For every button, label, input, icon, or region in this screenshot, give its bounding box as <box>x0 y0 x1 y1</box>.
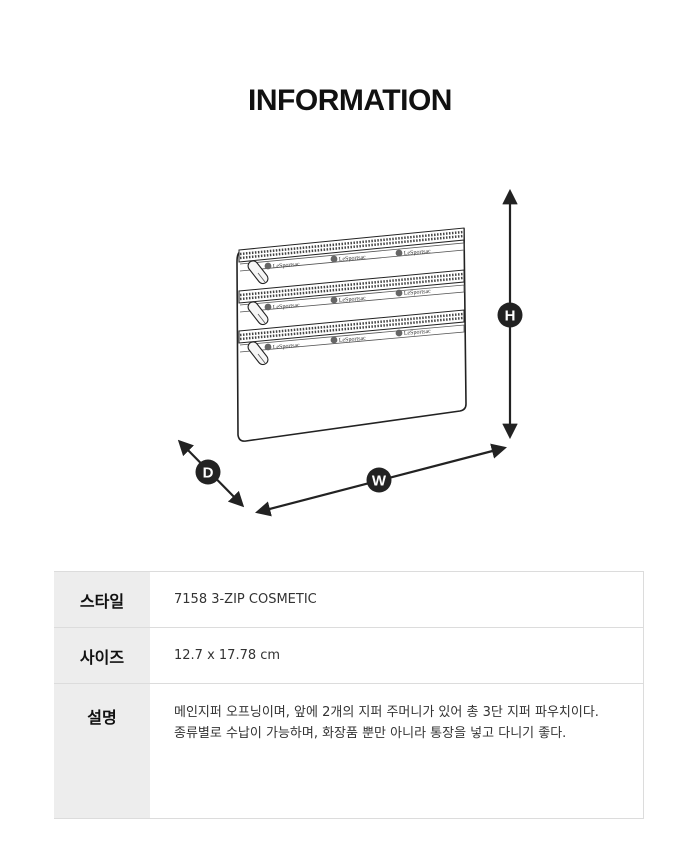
spec-value-description: 메인지퍼 오프닝이며, 앞에 2개의 지퍼 주머니가 있어 총 3단 지퍼 파우… <box>150 683 644 819</box>
description-line: 종류별로 수납이 가능하며, 화장품 뿐만 아니라 통장을 넣고 다니기 좋다. <box>174 726 567 741</box>
spec-row-style: 스타일 7158 3-ZIP COSMETIC <box>54 571 644 628</box>
product-dimension-diagram: LeSportsac LeSportsac LeSportsac LeSport… <box>177 188 523 517</box>
brand-mark: LeSportsac <box>339 296 367 304</box>
spec-label-style: 스타일 <box>54 571 150 628</box>
depth-dimension-arrow: D <box>177 439 245 508</box>
height-dimension-arrow: H <box>497 188 523 440</box>
page-title: INFORMATION <box>248 84 452 117</box>
spec-value-size: 12.7 x 17.78 cm <box>150 627 644 684</box>
width-dimension-arrow: W <box>255 443 507 517</box>
brand-mark: LeSportsac <box>339 255 367 263</box>
width-badge <box>366 467 392 493</box>
brand-mark: LeSportsac <box>273 343 301 351</box>
depth-badge <box>195 459 221 485</box>
spec-row-description: 설명 메인지퍼 오프닝이며, 앞에 2개의 지퍼 주머니가 있어 총 3단 지퍼… <box>54 683 644 819</box>
height-badge <box>497 302 523 328</box>
description-line: 메인지퍼 오프닝이며, 앞에 2개의 지퍼 주머니가 있어 총 3단 지퍼 파우… <box>174 705 599 720</box>
height-label: H <box>505 308 516 325</box>
brand-mark: LeSportsac <box>404 249 432 257</box>
brand-mark: LeSportsac <box>404 289 432 297</box>
brand-mark: LeSportsac <box>339 336 367 344</box>
spec-label-description: 설명 <box>54 683 150 819</box>
spec-value-style: 7158 3-ZIP COSMETIC <box>150 571 644 628</box>
pouch-illustration: LeSportsac LeSportsac LeSportsac LeSport… <box>236 227 467 442</box>
depth-label: D <box>203 465 214 482</box>
width-label: W <box>372 473 387 490</box>
product-spec-table: 스타일 7158 3-ZIP COSMETIC 사이즈 12.7 x 17.78… <box>54 571 644 819</box>
brand-mark: LeSportsac <box>273 303 301 311</box>
brand-mark: LeSportsac <box>404 329 432 337</box>
spec-label-size: 사이즈 <box>54 627 150 684</box>
brand-mark: LeSportsac <box>273 262 301 270</box>
spec-row-size: 사이즈 12.7 x 17.78 cm <box>54 627 644 684</box>
